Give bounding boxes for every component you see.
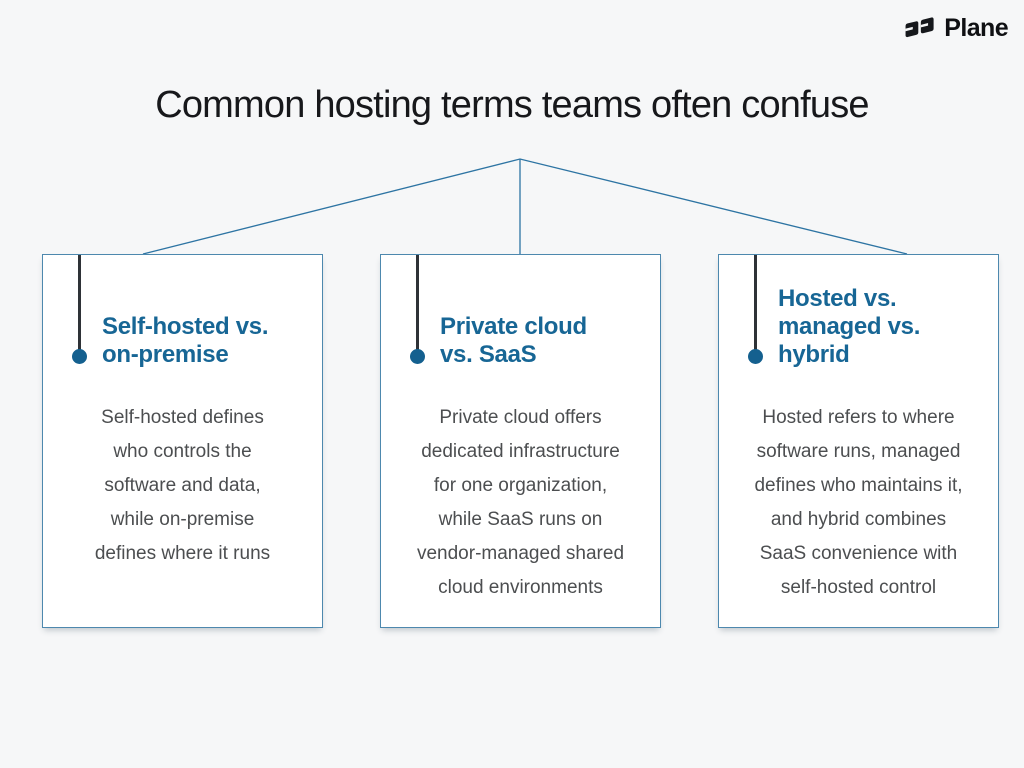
plane-logo-icon [905, 17, 934, 38]
card-heading: Hosted vs. managed vs. hybrid [778, 285, 921, 368]
card-body-text: Self-hosted defines who controls the sof… [94, 407, 271, 564]
card-body-text: Hosted refers to where software runs, ma… [754, 407, 963, 598]
plane-logo-text: Plane [944, 13, 1008, 42]
card-self-hosted-vs-on-premise: Self-hosted vs. on-premise Self-hosted d… [42, 254, 323, 628]
card-heading: Private cloud vs. SaaS [440, 313, 587, 368]
card-hosted-managed-hybrid: Hosted vs. managed vs. hybrid Hosted ref… [718, 254, 999, 628]
card-heading: Self-hosted vs. on-premise [102, 313, 269, 368]
pin-dot-icon [748, 349, 763, 364]
pin-dot-icon [72, 349, 87, 364]
card-body-text: Private cloud offers dedicated infrastru… [416, 407, 625, 598]
pin-line [416, 255, 419, 356]
pin-dot-icon [410, 349, 425, 364]
pin-line [78, 255, 81, 356]
card-private-cloud-vs-saas: Private cloud vs. SaaS Private cloud off… [380, 254, 661, 628]
page-title: Common hosting terms teams often confuse [155, 84, 869, 126]
plane-logo: Plane [903, 13, 1009, 43]
pin-line [754, 255, 757, 356]
